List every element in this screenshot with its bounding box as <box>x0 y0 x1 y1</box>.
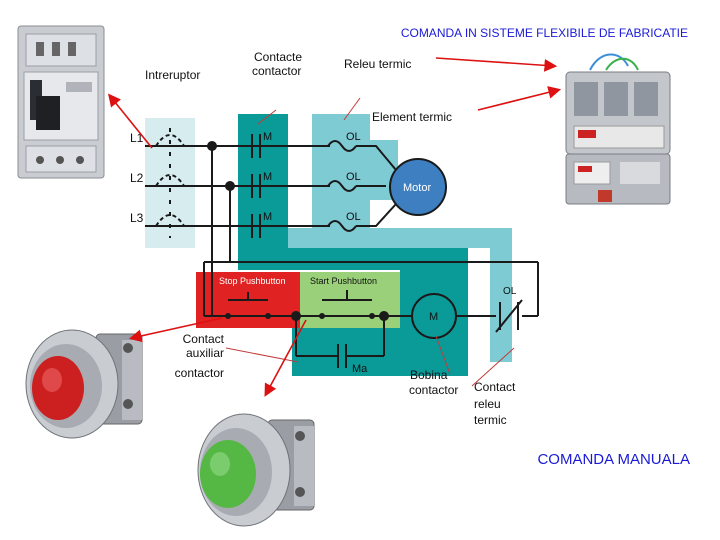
contactor-label-1: M <box>263 131 272 143</box>
line-label-l1: L1 <box>130 131 144 145</box>
label-contacte-contactor-1: Contacte <box>254 50 303 64</box>
label-element-termic: Element termic <box>372 110 453 124</box>
junction-dots <box>207 141 389 321</box>
contactor-contacts <box>251 134 261 238</box>
stop-button-image <box>25 329 143 439</box>
label-bobina-1: Bobina <box>410 368 448 382</box>
start-button-image <box>197 413 315 527</box>
schematic-text: L1 L2 L3 M M M OL OL OL Motor Stop Pushb… <box>130 131 517 375</box>
overload-label-1: OL <box>346 131 361 143</box>
leader-lines <box>225 97 515 387</box>
wiring <box>145 145 539 368</box>
ol-contact-label: OL <box>503 286 517 297</box>
page-subtitle: COMANDA MANUALA <box>537 451 690 468</box>
label-contact-releu-1: Contact <box>474 380 516 394</box>
start-pushbutton-label: Start Pushbutton <box>310 276 377 286</box>
coil-symbol <box>411 293 457 339</box>
line-label-l2: L2 <box>130 171 144 185</box>
overload-label-2: OL <box>346 171 361 183</box>
label-intreruptor: Intreruptor <box>145 68 201 82</box>
aux-contact-label: Ma <box>352 363 368 375</box>
label-bobina-2: contactor <box>409 383 459 397</box>
overload-label-3: OL <box>346 211 361 223</box>
contactor-label-2: M <box>263 171 272 183</box>
label-releu-termic: Releu termic <box>344 57 412 71</box>
label-contact-auxiliar-3: contactor <box>174 366 224 380</box>
contactor-relay-image <box>565 53 671 205</box>
label-contact-auxiliar-1: Contact <box>182 332 224 346</box>
page-title: COMANDA IN SISTEME FLEXIBILE DE FABRICAT… <box>400 26 688 40</box>
circuit-breaker-image <box>17 25 105 179</box>
label-contact-releu-2: releu <box>474 397 501 411</box>
label-contacte-contactor-2: contactor <box>252 64 302 78</box>
coil-label: M <box>429 311 438 323</box>
pointer-arrows <box>107 57 562 397</box>
motor-label: Motor <box>403 182 431 194</box>
motor-symbol <box>389 158 447 216</box>
schematic-background <box>145 114 512 376</box>
overload-heaters <box>327 140 357 232</box>
line-label-l3: L3 <box>130 211 144 225</box>
label-contact-auxiliar-2: auxiliar <box>185 346 224 360</box>
stop-pushbutton-label: Stop Pushbutton <box>219 276 286 286</box>
breaker-switches <box>155 128 185 238</box>
contactor-label-3: M <box>263 211 272 223</box>
label-contact-releu-3: termic <box>474 413 507 427</box>
